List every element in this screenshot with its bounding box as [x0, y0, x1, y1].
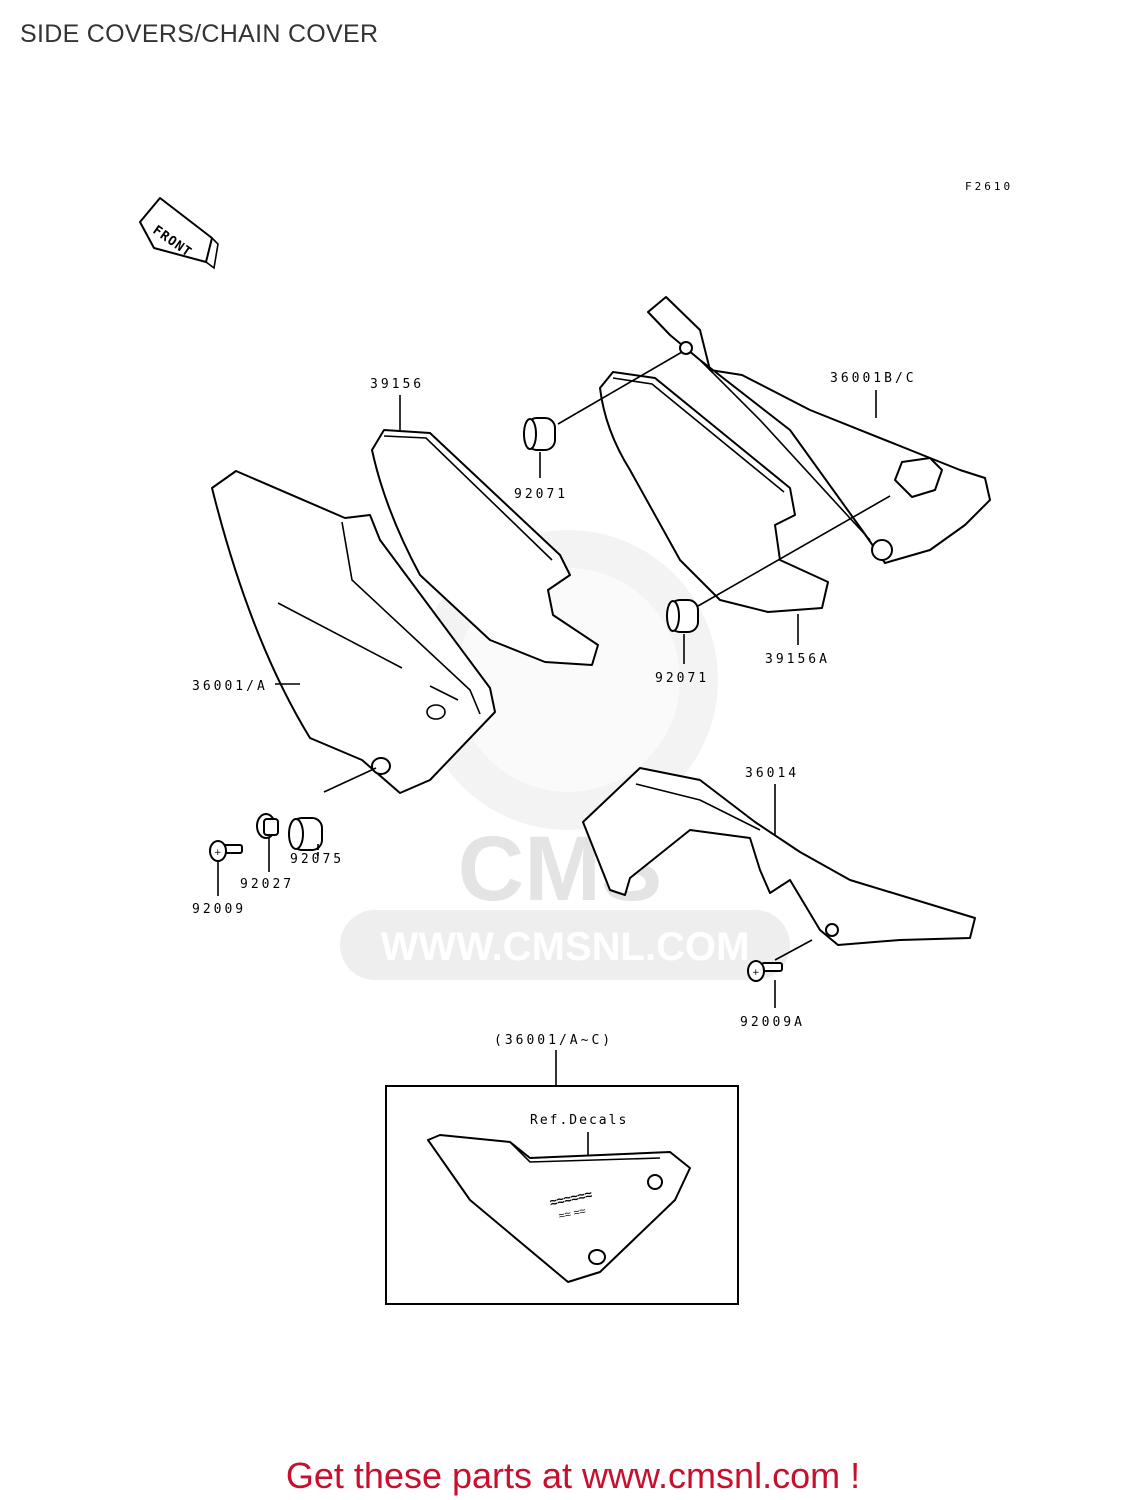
- bolt-92009-icon: +: [209, 840, 243, 862]
- part-label-36001a: 36001/A: [192, 679, 268, 694]
- decal-inset: (36001/A~C) Ref.Decals ≈≈≈≈≈≈ ≈≈ ≈≈: [385, 1033, 739, 1305]
- decals-label: Ref.Decals: [530, 1113, 628, 1128]
- front-arrow-icon: FRONT: [139, 197, 219, 270]
- side-cover-36001bc: [647, 296, 991, 564]
- part-label-92009a: 92009A: [740, 1015, 805, 1030]
- grommet-92075: [288, 817, 323, 851]
- inset-heading: (36001/A~C): [494, 1033, 613, 1048]
- watermark-url: WWW.CMSNL.COM: [381, 925, 750, 969]
- part-label-92027: 92027: [240, 877, 294, 892]
- figure-code: F2610: [965, 180, 1013, 193]
- part-label-36001bc: 36001B/C: [830, 371, 917, 386]
- bolt-92009a-icon: +: [747, 960, 783, 982]
- part-label-39156: 39156: [370, 377, 424, 392]
- svg-text:+: +: [752, 968, 760, 978]
- leader-lines: [217, 351, 891, 1086]
- svg-text:≈≈ ≈≈: ≈≈ ≈≈: [558, 1205, 587, 1222]
- page-title: SIDE COVERS/CHAIN COVER: [20, 20, 379, 48]
- part-label-92071-top: 92071: [514, 487, 568, 502]
- svg-text:+: +: [214, 848, 222, 858]
- footer-link[interactable]: Get these parts at www.cmsnl.com !: [285, 1455, 861, 1496]
- part-label-39156a: 39156A: [765, 652, 830, 667]
- chain-cover-36014: [582, 767, 976, 946]
- collar-92027: [256, 813, 279, 839]
- side-cover-36001a: [211, 470, 496, 794]
- part-label-92009: 92009: [192, 902, 246, 917]
- grommet-92071-top: [523, 417, 556, 451]
- part-label-92075: 92075: [290, 852, 344, 867]
- side-cover-trim-39156: [371, 429, 599, 666]
- side-cover-trim-39156a: [599, 371, 829, 613]
- part-label-92071-bottom: 92071: [655, 671, 709, 686]
- grommet-92071-bottom: [666, 599, 699, 633]
- part-label-36014: 36014: [745, 766, 799, 781]
